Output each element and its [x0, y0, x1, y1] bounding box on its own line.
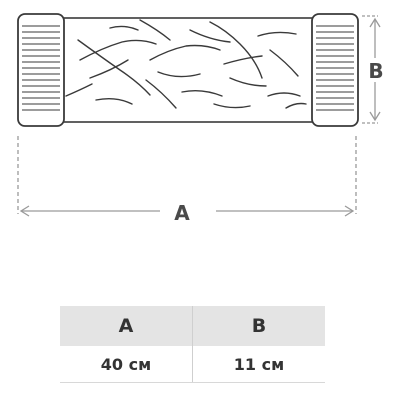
pillow-body [39, 17, 329, 123]
size-table: A B 40 см 11 см [60, 306, 325, 383]
dimension-b-label: B [368, 59, 383, 83]
size-table-value-b: 11 см [192, 346, 325, 383]
size-table-value-row: 40 см 11 см [60, 346, 325, 383]
size-table-header-b: B [192, 306, 325, 346]
size-table-header-a: A [60, 306, 193, 346]
dimension-b [362, 15, 381, 124]
size-table-header-row: A B [60, 306, 325, 346]
dimension-a [17, 136, 357, 217]
size-table-value-a: 40 см [60, 346, 193, 383]
right-ribbed-cuff [311, 13, 359, 127]
dimension-a-label: A [174, 201, 190, 225]
knit-pattern [65, 19, 307, 109]
left-ribbed-cuff [17, 13, 65, 127]
